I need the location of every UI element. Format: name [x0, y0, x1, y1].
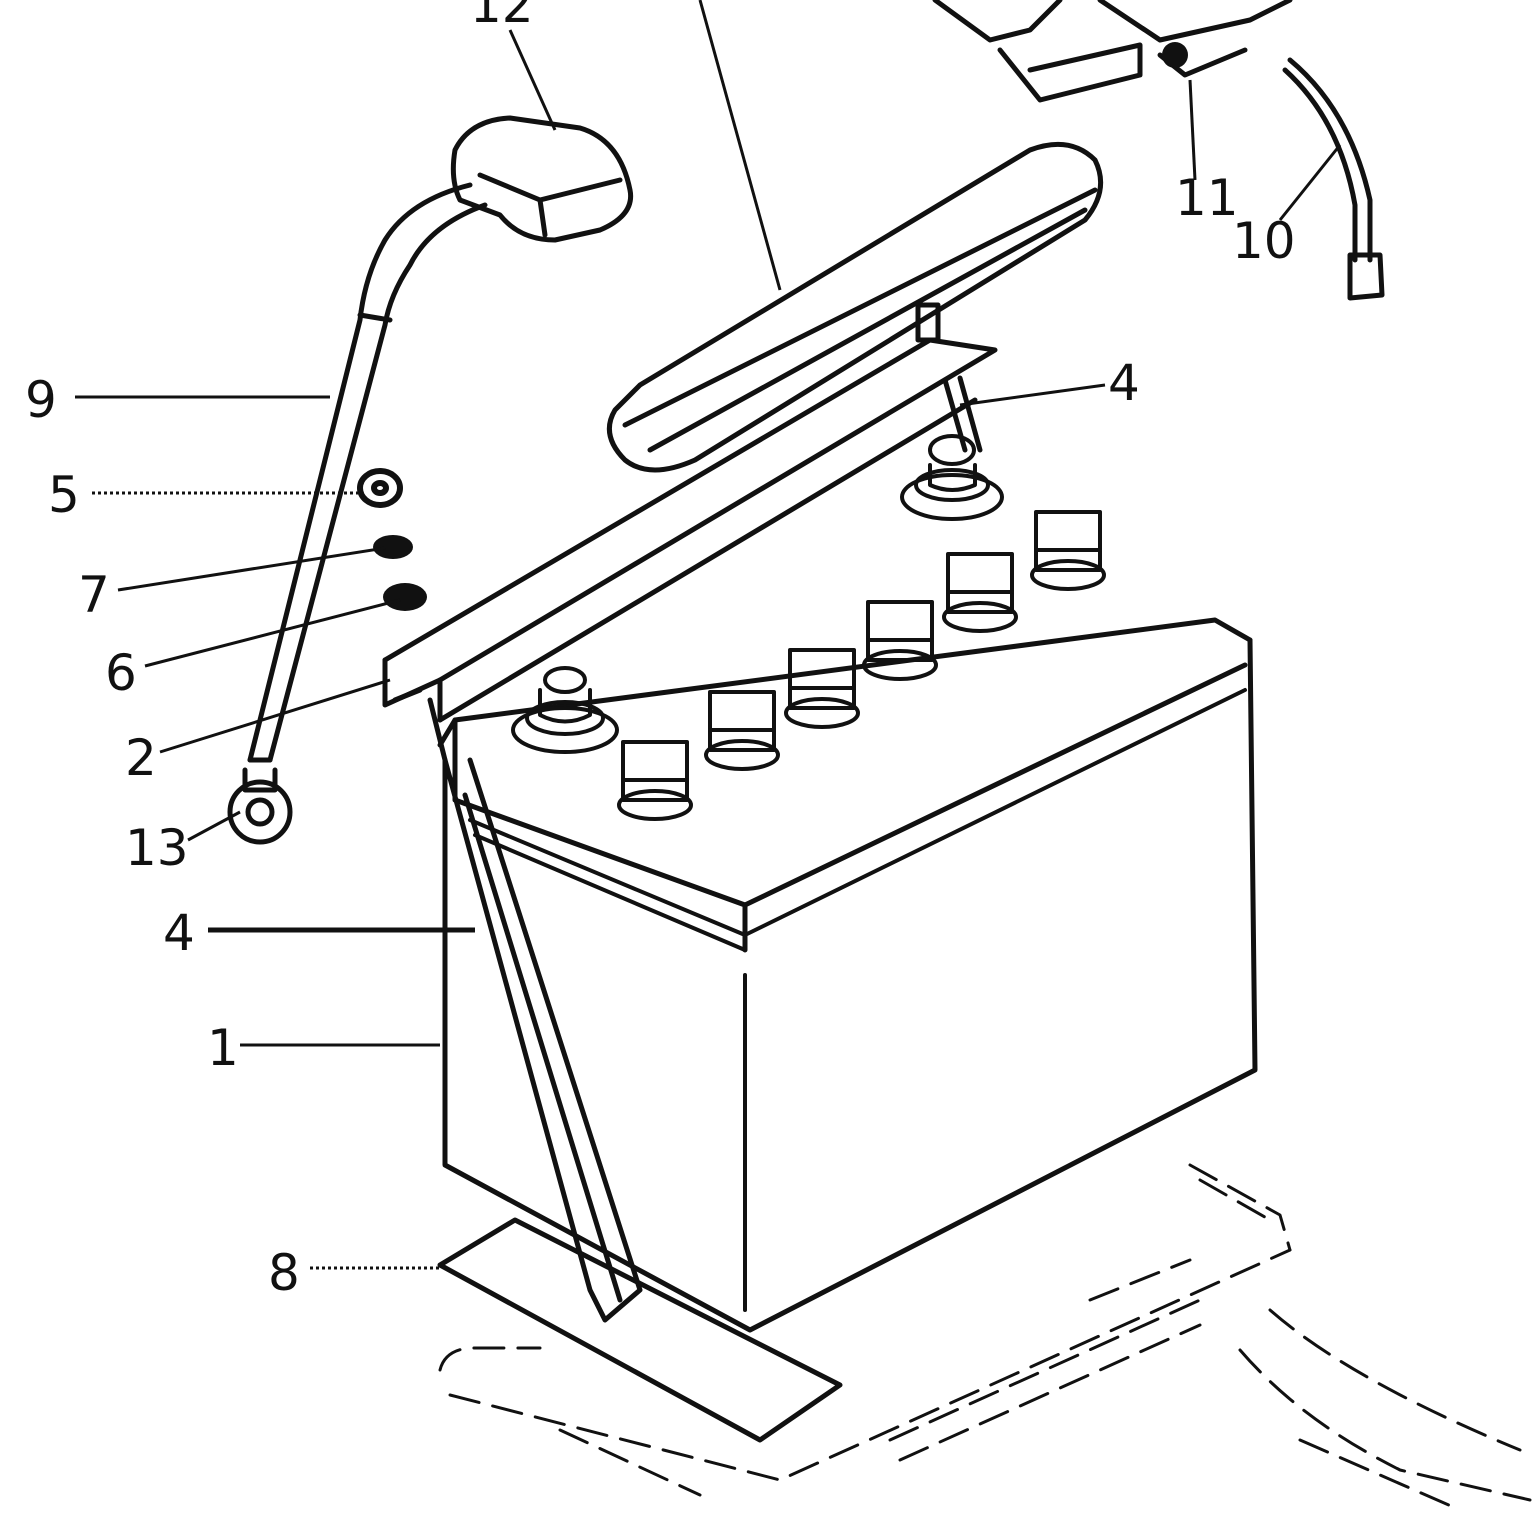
- rod-stud: [915, 302, 941, 343]
- callout-2: 2: [125, 729, 157, 787]
- cable-clamp: [450, 115, 634, 243]
- callout-9: 9: [25, 371, 57, 429]
- base-plate: [437, 1217, 843, 1443]
- callout-5: 5: [48, 466, 80, 524]
- washer: [357, 468, 403, 508]
- leader-lines: [75, 0, 1342, 1270]
- relay-bracket: [932, 0, 1293, 103]
- callout-labels: 12 9 5 7 6 2 13 4 1 8 4 11 10: [25, 0, 1296, 1302]
- callout-11: 11: [1175, 169, 1239, 227]
- positive-cable: [1282, 57, 1385, 301]
- bracket-bolt: [1162, 42, 1188, 68]
- callout-12: 12: [470, 0, 534, 34]
- callout-6: 6: [105, 644, 137, 702]
- callout-1: 1: [207, 1019, 239, 1077]
- positive-terminal: [900, 434, 1004, 521]
- callout-4-right: 4: [1108, 354, 1140, 412]
- negative-cable: [247, 182, 488, 763]
- callout-13: 13: [125, 819, 189, 877]
- lock-washer: [373, 535, 413, 559]
- callout-4-left: 4: [163, 904, 195, 962]
- hold-down-rod-right: [942, 375, 983, 453]
- cell-caps: [617, 510, 1106, 821]
- terminal-cover: [606, 141, 1104, 473]
- battery-body: [437, 617, 1258, 1333]
- callout-7: 7: [78, 566, 110, 624]
- ring-terminal: [227, 767, 293, 845]
- battery-tray: [438, 1163, 1532, 1512]
- nut: [383, 583, 427, 611]
- callout-8: 8: [268, 1244, 300, 1302]
- negative-terminal: [511, 666, 619, 754]
- callout-10: 10: [1232, 212, 1296, 270]
- hold-down-rod-left: [427, 697, 643, 1323]
